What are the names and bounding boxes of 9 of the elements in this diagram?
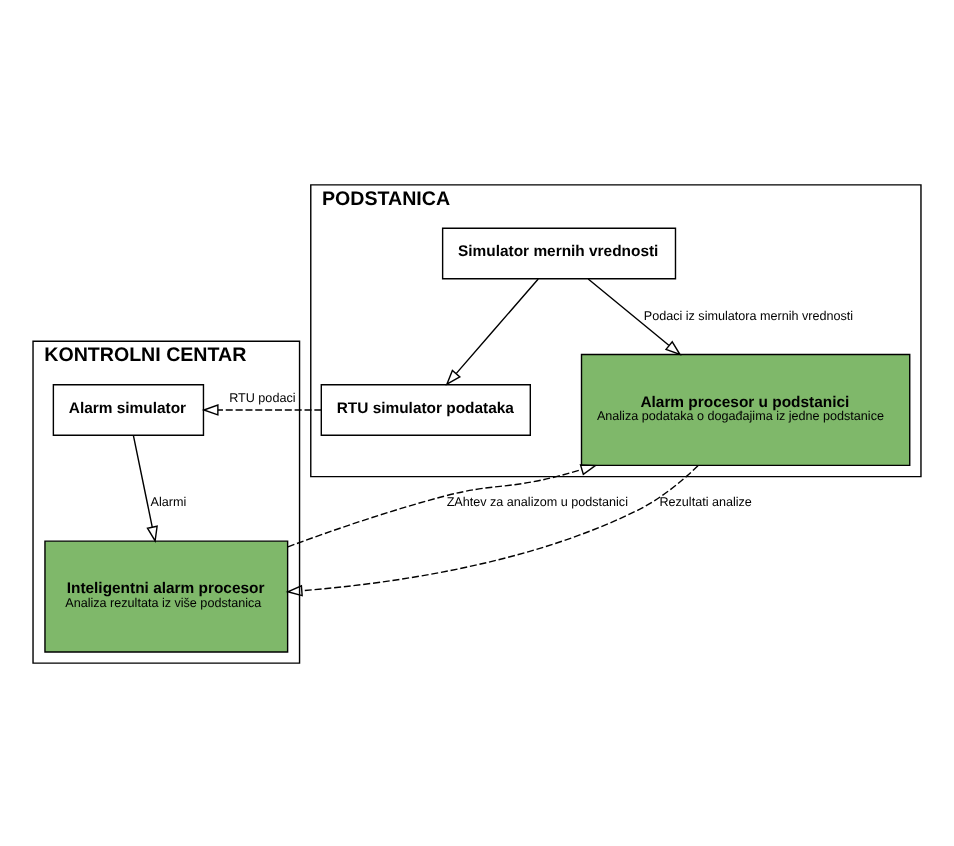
node-box: RTU simulator podataka: [320, 383, 531, 435]
node-box: Alarm simulator: [52, 383, 205, 435]
node-box: Simulator mernih vrednosti: [441, 226, 677, 279]
arrow: [287, 463, 598, 547]
arrow: [587, 277, 682, 355]
arrow: [445, 277, 539, 385]
arrow: [132, 433, 158, 543]
arrow: [285, 464, 699, 596]
arrow: [201, 403, 322, 415]
